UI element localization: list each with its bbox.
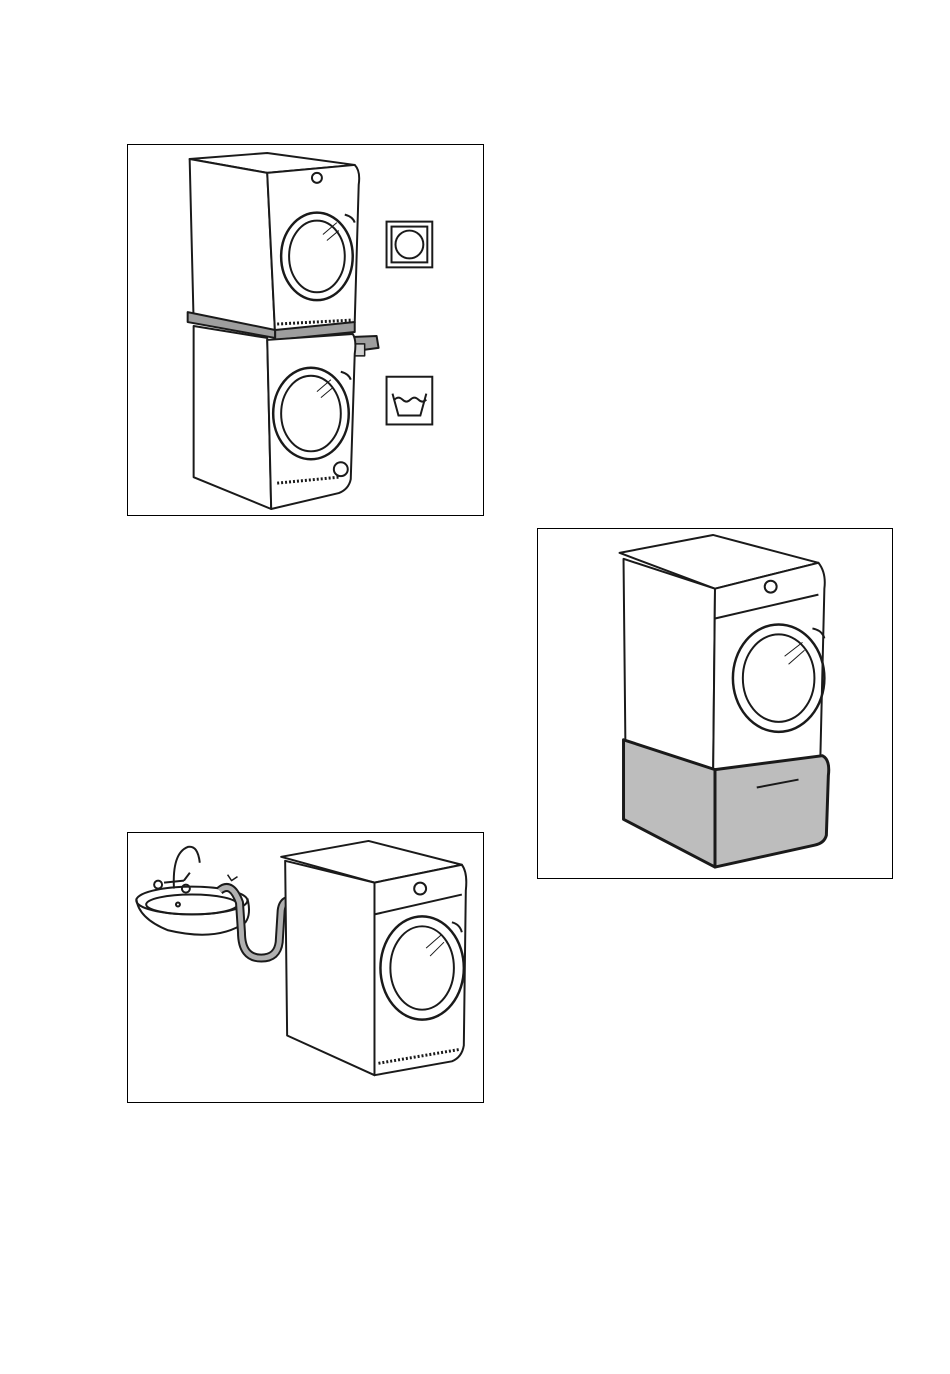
- tumble-dryer-symbol: [387, 222, 433, 268]
- drain-to-sink-drawing: [128, 833, 483, 1102]
- stacking-kit-illustration: [127, 144, 484, 516]
- stacking-kit-drawing: [128, 145, 483, 515]
- drain-hose: [220, 875, 287, 958]
- dryer-appliance: [281, 841, 466, 1075]
- pedestal-illustration: [537, 528, 893, 879]
- washing-machine-appliance: [194, 326, 356, 509]
- drain-to-sink-illustration: [127, 832, 484, 1103]
- dryer-appliance: [190, 153, 360, 336]
- washing-machine-symbol: [387, 377, 433, 425]
- pedestal-drawing: [538, 529, 892, 878]
